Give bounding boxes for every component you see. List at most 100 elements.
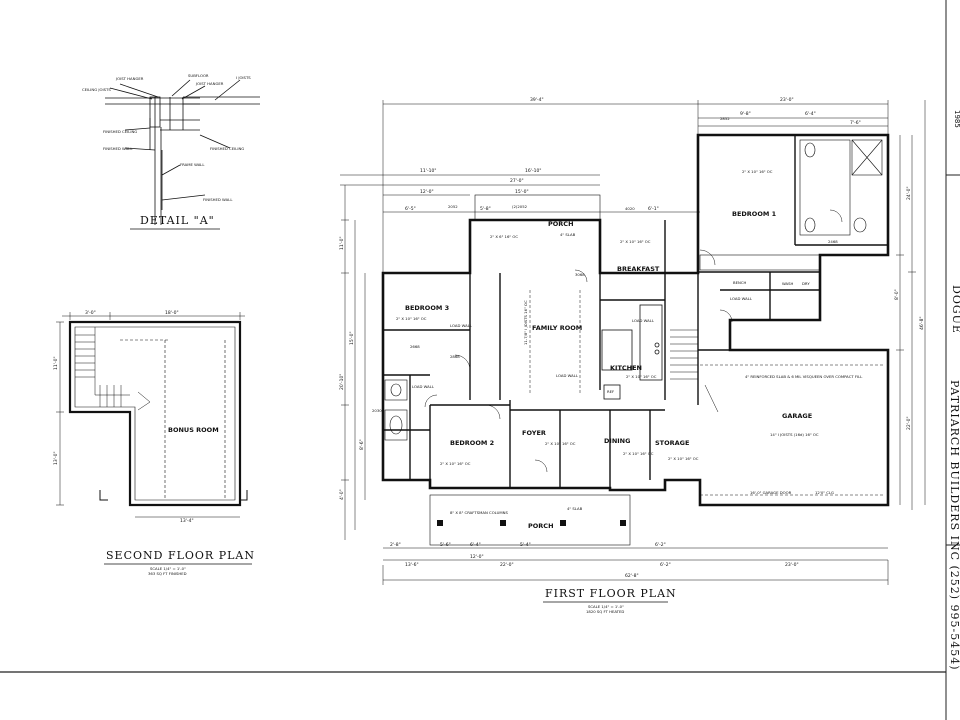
room-bedroom-2: BEDROOM 2 xyxy=(450,439,494,447)
room-kitchen: KITCHEN xyxy=(610,364,642,372)
dim-top-a: 11'-10" xyxy=(420,168,436,174)
note-door-2468: 2468 xyxy=(828,239,838,244)
dim-right-c: 22'-0" xyxy=(906,416,912,430)
note-door-3068: 3068 xyxy=(575,272,585,277)
dim-top-b: 16'-10" xyxy=(525,168,541,174)
room-bedroom-3: BEDROOM 3 xyxy=(405,304,449,312)
dim-right-d: 46'-8" xyxy=(919,316,925,330)
note-storage-joists: 2" X 10" 16" OC xyxy=(668,456,699,461)
dim-right-a: 24'-0" xyxy=(906,186,912,200)
note-kitchen-joists: 2" X 10" 16" OC xyxy=(626,374,657,379)
dim-bot-d: 5'-4" xyxy=(520,542,531,548)
note-win-2852: 2852 xyxy=(720,116,730,121)
note-ref: REF xyxy=(607,389,614,394)
note-win-2030: 2030 xyxy=(372,408,382,413)
detail-label-finished-wall: FINISHED WALL xyxy=(203,197,233,202)
note-door-2668: 2668 xyxy=(410,344,420,349)
detail-a-drawing xyxy=(105,79,260,225)
dim-bot-a: 2'-8" xyxy=(390,542,401,548)
dim-left-d: 8'-6" xyxy=(359,439,365,450)
first-floor-dimension-lines xyxy=(340,100,926,585)
dim-bot-g: 23'-0" xyxy=(785,562,799,568)
dim-bot-j: 13'-6" xyxy=(405,562,419,568)
room-dining: DINING xyxy=(604,437,630,445)
second-floor-dim-top-b: 18'-0" xyxy=(165,310,179,316)
dim-left-b: 15'-0" xyxy=(349,331,355,345)
dim-left-e: 4'-0" xyxy=(339,489,345,500)
note-garage-ceiling: 12'0" CLG xyxy=(815,490,834,495)
first-floor-scale: SCALE 1/4" = 1'-0" xyxy=(588,604,624,609)
room-bedroom-1: BEDROOM 1 xyxy=(732,210,777,218)
dim-top-e: 15'-0" xyxy=(515,189,529,195)
second-floor-dim-bottom: 13'-4" xyxy=(180,518,194,524)
detail-label-subfloor: SUBFLOOR xyxy=(188,73,209,78)
detail-label-ceiling-joists: CEILING JOISTS xyxy=(82,87,111,92)
second-floor-dim-left-a: 11'-0" xyxy=(53,356,59,370)
note-breakfast-joists: 2" X 10" 16" OC xyxy=(620,239,651,244)
first-floor-walls xyxy=(381,133,890,546)
dim-right-b: 8'-0" xyxy=(894,289,900,300)
detail-label-joists: I JOISTS xyxy=(236,75,251,80)
room-dry: DRY xyxy=(802,281,810,286)
room-storage: STORAGE xyxy=(655,439,689,447)
second-floor-dim-top-a: 3'-0" xyxy=(85,310,96,316)
note-bed2-joists: 2" X 10" 16" OC xyxy=(440,461,471,466)
room-porch-front: PORCH xyxy=(528,522,554,530)
note-slab-front: 4" SLAB xyxy=(567,506,583,511)
note-porch-joists: 2" X 6" 16" OC xyxy=(490,234,518,239)
note-foyer-joists: 2" X 10" 16" OC xyxy=(545,441,576,446)
title-block-builder: PATRIARCH BUILDERS INC (252) 995-5454) xyxy=(948,380,960,671)
note-load-wall-2: LOAD WALL xyxy=(412,384,435,389)
dim-top-f: 6'-5" xyxy=(405,206,416,212)
note-family-joists: 11-7/8" I JOISTS 16" OC xyxy=(523,300,528,345)
room-porch-rear: PORCH xyxy=(548,220,574,228)
title-block-plan-name: DOGUE xyxy=(950,285,960,334)
detail-a-title: DETAIL "A" xyxy=(140,214,215,227)
note-garage-slab: 4" REINFORCED SLAB & 6 MIL VISQUEEN OVER… xyxy=(745,374,863,379)
room-foyer: FOYER xyxy=(522,429,546,437)
room-breakfast: BREAKFAST xyxy=(617,265,660,273)
note-bed3-joists: 2" X 10" 16" OC xyxy=(396,316,427,321)
note-garage-joists: 14" I JOISTS (16d) 16" OC xyxy=(770,432,819,437)
second-floor-title: SECOND FLOOR PLAN xyxy=(106,549,255,562)
dim-overall-bottom: 62'-8" xyxy=(625,573,639,579)
dim-top-i: 9'-8" xyxy=(740,111,751,117)
note-door-2868: 2868 xyxy=(450,354,460,359)
dim-top-d: 12'-0" xyxy=(420,189,434,195)
note-dining-joists: 2" X 10" 16" OC xyxy=(623,451,654,456)
dim-left-c: 20'-10" xyxy=(339,374,345,390)
second-floor-scale: SCALE 1/4" = 1'-0" xyxy=(150,566,186,571)
dim-left-a: 11'-0" xyxy=(339,236,345,250)
note-load-wall-5: LOAD WALL xyxy=(730,296,753,301)
dim-bot-i: 22'-0" xyxy=(500,562,514,568)
second-floor-area: 363 SQ FT FINISHED xyxy=(148,571,187,576)
dim-top-h: 6'-1" xyxy=(648,206,659,212)
second-floor-plan xyxy=(56,312,248,518)
note-load-wall-3: LOAD WALL xyxy=(556,373,579,378)
room-garage: GARAGE xyxy=(782,412,812,420)
dim-top-k: 7'-6" xyxy=(850,120,861,126)
title-block-year: 1985 xyxy=(953,110,960,128)
note-columns: 8" X 8" CRAFTSMAN COLUMNS xyxy=(450,510,509,515)
dim-top-g: 5'-8" xyxy=(480,206,491,212)
detail-label-finished-ceiling-left: FINISHED CEILING xyxy=(103,129,137,134)
note-load-wall-1: LOAD WALL xyxy=(450,323,473,328)
dim-top-j: 6'-4" xyxy=(805,111,816,117)
first-floor-area: 1820 SQ FT HEATED xyxy=(586,609,624,614)
dim-bot-e: 6'-2" xyxy=(655,542,666,548)
dim-bot-h: 6'-2" xyxy=(660,562,671,568)
dim-bot-b: 5'-6" xyxy=(440,542,451,548)
room-bench: BENCH xyxy=(733,280,746,285)
detail-label-finished-ceiling-right: FINISHED CEILING xyxy=(210,146,244,151)
detail-label-finished-wall-left: FINISHED WALL xyxy=(103,146,133,151)
second-floor-dim-left-b: 13'-0" xyxy=(53,451,59,465)
note-garage-door: 16'-0" GARAGE DOOR xyxy=(750,490,792,495)
room-family: FAMILY ROOM xyxy=(532,324,582,332)
first-floor-labels: PORCH BREAKFAST BEDROOM 1 BEDROOM 3 FAMI… xyxy=(339,97,925,614)
detail-label-frame-wall: FRAME WALL xyxy=(180,162,205,167)
note-win-6052: (2)2052 xyxy=(512,204,528,209)
dim-overall-right-top: 23'-0" xyxy=(780,97,794,103)
detail-label-joist-hanger: JOIST HANGER xyxy=(115,76,144,81)
